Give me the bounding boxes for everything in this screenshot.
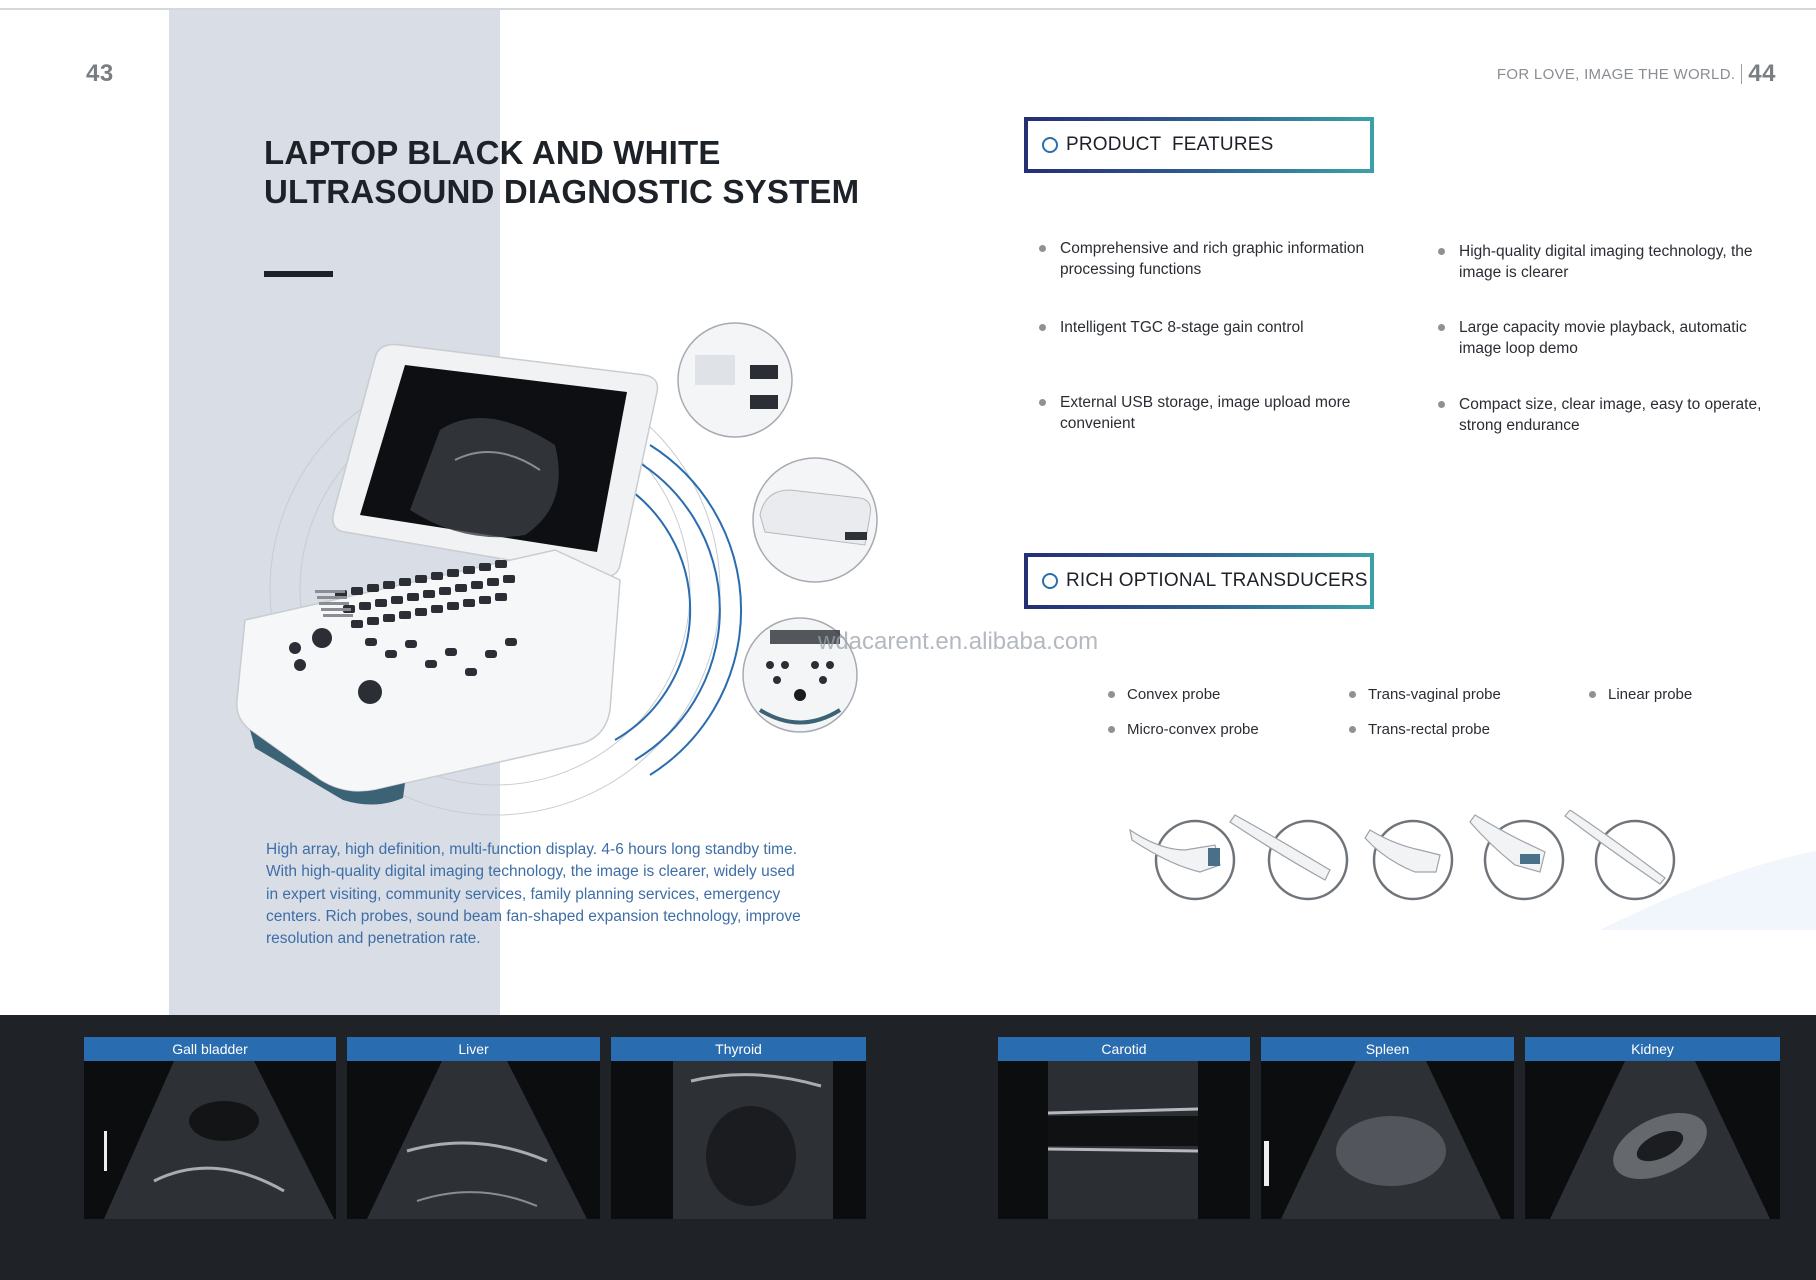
product-description: High array, high definition, multi-funct… bbox=[266, 841, 801, 948]
title-underline bbox=[264, 271, 333, 277]
scan-label: Carotid bbox=[998, 1037, 1250, 1061]
bullet-icon bbox=[1589, 691, 1596, 698]
feature-item: High-quality digital imaging technology,… bbox=[1438, 241, 1778, 283]
probe-item: Linear probe bbox=[1589, 686, 1692, 703]
feature-item: Comprehensive and rich graphic informati… bbox=[1039, 238, 1379, 280]
feature-text: High-quality digital imaging technology,… bbox=[1459, 243, 1753, 281]
probe-images bbox=[1129, 810, 1816, 930]
probe-item: Trans-rectal probe bbox=[1349, 721, 1490, 738]
header-right: FOR LOVE, IMAGE THE WORLD. 44 bbox=[1497, 60, 1776, 88]
ultrasound-carotid-image bbox=[1047, 1061, 1199, 1219]
bullet-icon bbox=[1349, 726, 1356, 733]
bullet-icon bbox=[1438, 324, 1445, 331]
feature-item: Large capacity movie playback, automatic… bbox=[1438, 317, 1778, 359]
probe-item: Trans-vaginal probe bbox=[1349, 686, 1501, 703]
page-number-right: 44 bbox=[1748, 60, 1776, 87]
probe-item: Convex probe bbox=[1108, 686, 1220, 703]
ultrasound-gallbladder-image bbox=[104, 1061, 334, 1219]
scan-card-gall-bladder: Gall bladder bbox=[84, 1037, 336, 1219]
feature-text: Intelligent TGC 8-stage gain control bbox=[1060, 319, 1304, 336]
probe-item: Micro-convex probe bbox=[1108, 721, 1259, 738]
circle-bullet-icon bbox=[1042, 137, 1058, 153]
transducers-heading-box: RICH OPTIONAL TRANSDUCERS bbox=[1024, 553, 1374, 609]
page-title: LAPTOP BLACK AND WHITE ULTRASOUND DIAGNO… bbox=[264, 133, 864, 211]
scan-card-liver: Liver bbox=[347, 1037, 600, 1219]
ultrasound-kidney-image bbox=[1550, 1061, 1770, 1219]
feature-item: External USB storage, image upload more … bbox=[1039, 392, 1379, 434]
feature-text: External USB storage, image upload more … bbox=[1060, 394, 1351, 432]
bullet-icon bbox=[1039, 324, 1046, 331]
scan-label: Kidney bbox=[1525, 1037, 1780, 1061]
feature-item: Intelligent TGC 8-stage gain control bbox=[1039, 317, 1379, 338]
title-line-1: LAPTOP BLACK AND WHITE bbox=[264, 134, 721, 171]
scan-card-spleen: Spleen bbox=[1261, 1037, 1514, 1219]
ultrasound-thyroid-image bbox=[673, 1061, 833, 1219]
tagline-separator bbox=[1741, 64, 1743, 84]
scan-card-carotid: Carotid bbox=[998, 1037, 1250, 1219]
tagline: FOR LOVE, IMAGE THE WORLD. bbox=[1496, 65, 1736, 83]
top-divider bbox=[0, 8, 1816, 10]
scan-label: Gall bladder bbox=[84, 1037, 336, 1061]
title-line-2: ULTRASOUND DIAGNOSTIC SYSTEM bbox=[264, 173, 860, 210]
feature-text: Comprehensive and rich graphic informati… bbox=[1060, 240, 1365, 278]
bullet-icon bbox=[1039, 399, 1046, 406]
bullet-icon bbox=[1438, 401, 1445, 408]
laptop-ultrasound-illustration bbox=[236, 322, 878, 816]
feature-item: Compact size, clear image, easy to opera… bbox=[1438, 394, 1778, 436]
scan-label: Thyroid bbox=[611, 1037, 866, 1061]
bullet-icon bbox=[1349, 691, 1356, 698]
product-features-heading: PRODUCT FEATURES bbox=[1066, 134, 1274, 155]
bullet-icon bbox=[1039, 245, 1046, 252]
feature-text: Compact size, clear image, easy to opera… bbox=[1459, 396, 1762, 434]
bullet-icon bbox=[1108, 691, 1115, 698]
probe-label: Linear probe bbox=[1608, 686, 1693, 703]
ultrasound-liver-image bbox=[367, 1061, 587, 1219]
scan-card-thyroid: Thyroid bbox=[611, 1037, 866, 1219]
watermark: wdacarent.en.alibaba.com bbox=[818, 628, 1099, 655]
scan-label: Spleen bbox=[1261, 1037, 1514, 1061]
probe-label: Trans-rectal probe bbox=[1368, 721, 1490, 738]
ultrasound-spleen-image bbox=[1264, 1061, 1501, 1219]
probe-label: Trans-vaginal probe bbox=[1368, 686, 1501, 703]
scan-card-kidney: Kidney bbox=[1525, 1037, 1780, 1219]
product-features-heading-box: PRODUCT FEATURES bbox=[1024, 117, 1374, 173]
bullet-icon bbox=[1108, 726, 1115, 733]
probe-label: Convex probe bbox=[1127, 686, 1221, 703]
scan-label: Liver bbox=[347, 1037, 600, 1061]
probe-label: Micro-convex probe bbox=[1127, 721, 1259, 738]
feature-text: Large capacity movie playback, automatic… bbox=[1459, 319, 1747, 357]
page-number-left: 43 bbox=[86, 60, 114, 87]
transducers-heading: RICH OPTIONAL TRANSDUCERS bbox=[1066, 570, 1368, 591]
circle-bullet-icon bbox=[1042, 573, 1058, 589]
bullet-icon bbox=[1438, 248, 1445, 255]
